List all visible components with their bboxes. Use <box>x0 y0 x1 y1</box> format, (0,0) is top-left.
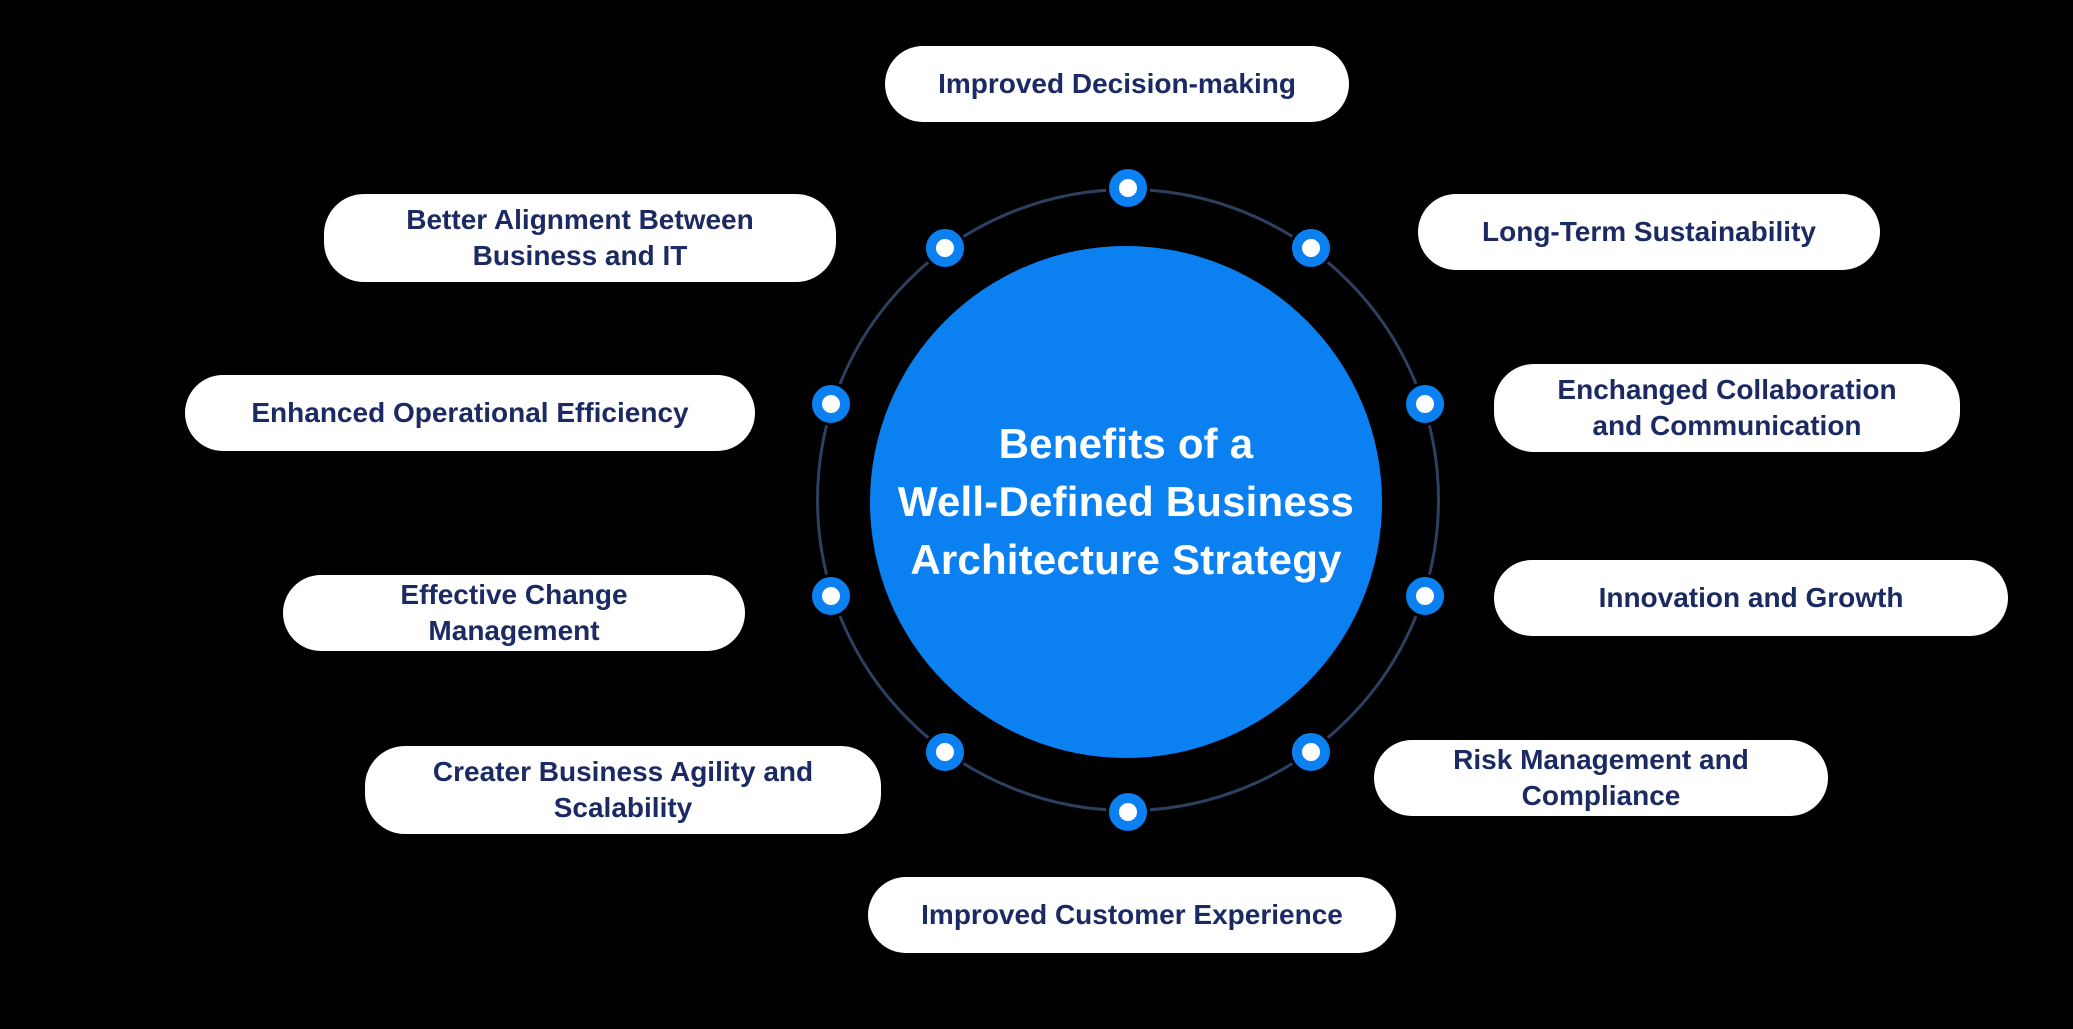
title-line-1: Benefits of a <box>998 420 1254 468</box>
center-circle: Benefits of a Well-Defined Business Arch… <box>870 246 1382 758</box>
ring-node-dot <box>812 384 851 423</box>
ring-node-dot <box>925 733 964 772</box>
ring-node-dot <box>1109 793 1147 831</box>
ring-node-dot <box>1405 384 1444 423</box>
benefit-label-improved-decision-making: Improved Decision-making <box>885 46 1349 122</box>
ring-node-dot <box>1292 733 1331 772</box>
diagram-title: Benefits of a Well-Defined Business Arch… <box>898 415 1354 589</box>
benefit-label-improved-customer-experience: Improved Customer Experience <box>868 877 1396 953</box>
ring-node-dot <box>1405 577 1444 616</box>
benefit-label-creater-business-agility: Creater Business Agility and Scalability <box>365 746 881 834</box>
benefit-label-innovation-and-growth: Innovation and Growth <box>1494 560 2008 636</box>
benefit-label-long-term-sustainability: Long-Term Sustainability <box>1418 194 1880 270</box>
title-line-3: Architecture Strategy <box>910 535 1342 583</box>
ring-node-dot <box>1109 169 1147 207</box>
title-line-2: Well-Defined Business <box>897 478 1355 526</box>
benefit-label-enchanged-collaboration: Enchanged Collaboration and Communicatio… <box>1494 364 1960 452</box>
benefit-label-risk-management-compliance: Risk Management and Compliance <box>1374 740 1828 816</box>
benefit-label-better-alignment: Better Alignment Between Business and IT <box>324 194 836 282</box>
benefit-label-effective-change-management: Effective Change Management <box>283 575 745 651</box>
benefit-label-enhanced-operational-efficiency: Enhanced Operational Efficiency <box>185 375 755 451</box>
ring-node-dot <box>812 577 851 616</box>
ring-node-dot <box>1292 228 1331 267</box>
ring-node-dot <box>925 228 964 267</box>
